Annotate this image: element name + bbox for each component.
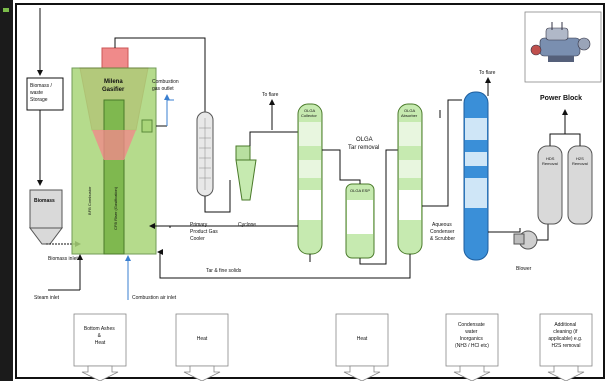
combustion-gas-label: Combustion gas outlet [152, 79, 180, 92]
h2s-removal-label-2: H2S Removal [572, 156, 588, 166]
hds-removal-label-1: HDS Removal [542, 156, 558, 166]
gasifier-top [101, 47, 129, 69]
svg-text:Condensate water: Condensate water Inorganics (NH3 / HCl e… [455, 322, 489, 349]
combustion-gas-nozzle [141, 119, 153, 133]
olga-tar-removal-label: OLGA Tar removal [348, 137, 379, 151]
combustion-air-label: Combustion air inlet [132, 295, 177, 301]
gasifier-cone [92, 130, 136, 160]
collector-to-esp [322, 149, 361, 184]
tar-return-line [159, 252, 411, 279]
output-box-4: Condensate water Inorganics (NH3 / HCl e… [445, 313, 499, 381]
absorber-to-condenser [422, 99, 462, 207]
aqueous-condenser-label: Aqueous Condenser & Scrubber [430, 222, 456, 242]
cyclone-label: Cyclone [238, 222, 256, 228]
esp-to-absorber [359, 149, 398, 265]
output-box-5: Additional cleaning (if applicable) e.g.… [539, 313, 593, 381]
olga-absorber-label: OLGA Absorber [401, 108, 418, 118]
svg-text:Additional cleaning (i: Additional cleaning (if applicable) e.g.… [548, 322, 583, 349]
olga-esp-label: OLGA ESP [350, 188, 370, 193]
output-box-2: Heat [175, 313, 229, 381]
biomass-hopper-cone [29, 227, 63, 245]
cfb-riser-label: CFB Riser (Gasification) [113, 186, 118, 230]
engine-icon [530, 22, 591, 62]
left-window-edge [0, 0, 13, 381]
svg-text:Heat: Heat [357, 336, 368, 342]
cooler-to-cyclone [204, 180, 231, 213]
svg-text:Heat: Heat [197, 336, 208, 342]
biomass-label: Biomass [34, 198, 55, 204]
gas-cooler-label: Primary Product Gas Cooler [190, 222, 219, 242]
svg-text:Bottom Ashes &: Bottom Ashes & Heat [84, 326, 116, 346]
aqueous-condenser [463, 91, 489, 261]
biomass-storage-label: Biomass / waste Storage [30, 83, 53, 103]
steam-inlet-label: Steam inlet [34, 295, 60, 301]
to-flare-label-1: To flare [262, 92, 279, 98]
cyclone [235, 159, 257, 201]
output-box-1: Bottom Ashes & Heat [73, 313, 127, 381]
to-flare-label-2: To flare [479, 70, 496, 76]
window-indicator-icon [3, 8, 9, 12]
power-block-label: Power Block [540, 95, 582, 102]
output-box-3: Heat [335, 313, 389, 381]
tar-fine-solids-label: Tar & fine solids [206, 268, 242, 274]
condenser-to-blower [488, 228, 521, 233]
bfb-combustor-label: BFB Combustor [87, 186, 92, 215]
biomass-inlet-label: Biomass inlet [48, 256, 78, 262]
cyclone-inlet [235, 145, 251, 161]
cyclone-to-collector [249, 131, 301, 148]
blower-to-h2s [537, 224, 549, 241]
biomass-storage-box [26, 77, 64, 111]
combustion-gas-line [166, 99, 174, 126]
gasifier-label: Milena Gasifier [102, 79, 125, 93]
biomass-hopper [29, 189, 63, 229]
product-gas-line [114, 37, 206, 112]
olga-collector-label: OLGA Collector [301, 108, 317, 118]
blower-label: Blower [516, 266, 532, 272]
